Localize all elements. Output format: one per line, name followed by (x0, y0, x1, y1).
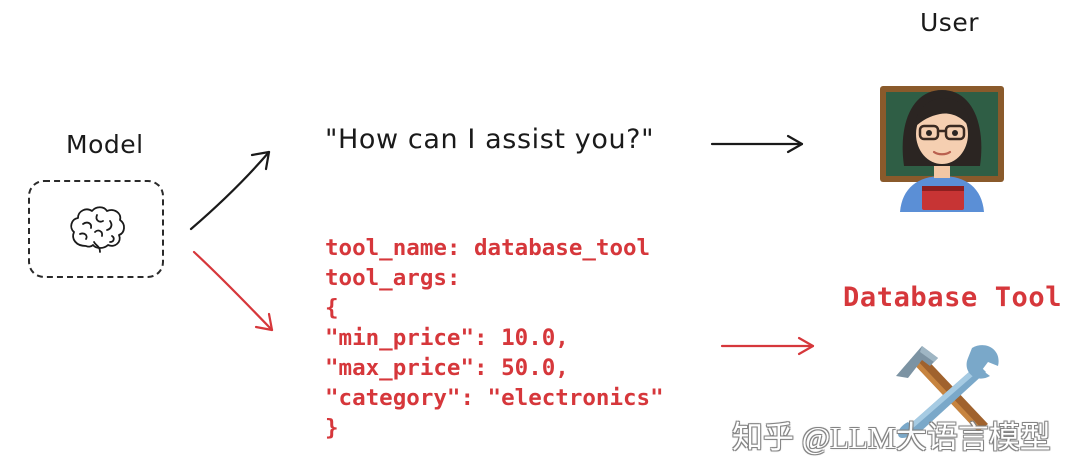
tool-call-line: tool_args: (325, 265, 461, 291)
tool-label: Database Tool (843, 282, 1063, 313)
arrow-tool-call-to-tool (720, 336, 815, 356)
user-label: User (920, 8, 979, 37)
arrow-model-to-tool-call (192, 250, 274, 332)
tool-call-line: "max_price": 50.0, (325, 355, 569, 381)
watermark: 知乎 @LLM大语言模型 (732, 420, 1051, 455)
assistant-message: "How can I assist you?" (325, 124, 655, 155)
teacher-woman-icon (880, 86, 1004, 212)
hammer-and-wrench-icon (896, 345, 999, 438)
arrow-message-to-user (710, 134, 804, 154)
model-label: Model (66, 130, 144, 159)
tool-call-line: } (325, 415, 339, 441)
arrow-model-to-message (189, 150, 271, 231)
tool-call-line: "category": "electronics" (325, 385, 664, 411)
tool-call-line: "min_price": 10.0, (325, 325, 569, 351)
brain-icon (70, 206, 125, 253)
model-box (28, 180, 164, 278)
tool-call-block: tool_name: database_tool tool_args: { "m… (325, 233, 664, 443)
tool-call-line: { (325, 295, 339, 321)
tool-call-line: tool_name: database_tool (325, 235, 651, 261)
